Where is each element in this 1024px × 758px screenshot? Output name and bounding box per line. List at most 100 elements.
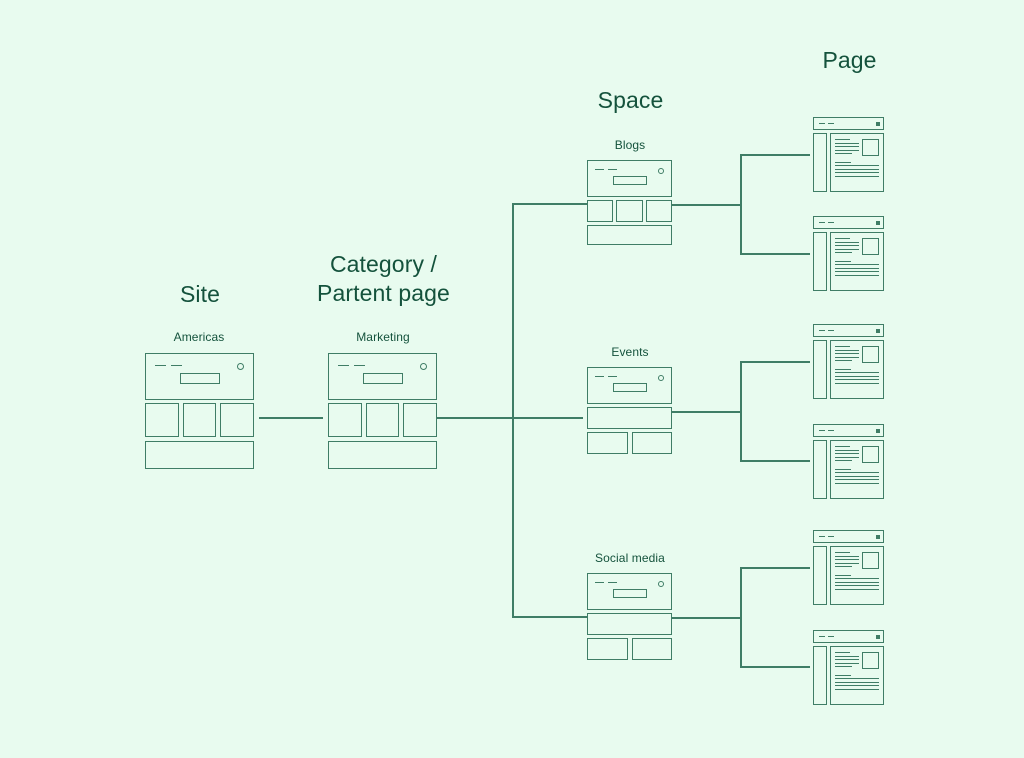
page-thumbnail[interactable]: [813, 216, 884, 291]
page-body: [813, 646, 884, 705]
window-dash-icon: [338, 365, 349, 366]
page-text-line: [835, 559, 859, 560]
page-bottom-zone: [835, 468, 879, 484]
page-text-block: [835, 238, 862, 256]
connector-blogs-to-branch: [671, 204, 741, 206]
page-body: [813, 340, 884, 399]
page-text-line: [835, 168, 879, 170]
page-text-block: [835, 346, 862, 364]
node-card[interactable]: [631, 638, 672, 660]
window-dash-icon: [828, 330, 834, 331]
page-text-line: [835, 449, 859, 451]
page-top-zone: [835, 446, 879, 464]
page-content: [830, 133, 884, 192]
node-header-bar: [328, 353, 437, 400]
column-heading-page: Page: [822, 47, 877, 73]
page-sidebar: [813, 133, 827, 192]
connector-site-to-category: [259, 417, 323, 419]
search-bar-icon: [612, 589, 647, 598]
page-text-line: [835, 353, 859, 354]
node-card[interactable]: [182, 403, 217, 437]
page-text-line: [835, 655, 859, 657]
page-content: [830, 440, 884, 499]
page-body: [813, 133, 884, 192]
column-heading-space: Space: [597, 87, 664, 113]
page-title-bar: [813, 216, 884, 229]
page-content: [830, 232, 884, 291]
node-site-americas[interactable]: [145, 353, 255, 469]
page-bottom-zone: [835, 260, 879, 276]
node-card-row: [587, 432, 672, 454]
page-text-line: [835, 555, 859, 557]
page-text-line: [835, 581, 879, 583]
window-dash-icon: [608, 169, 617, 170]
page-heading-line: [835, 260, 851, 262]
square-dot-icon: [875, 121, 880, 126]
connector-social-to-page-5: [740, 567, 810, 569]
node-space-social-media[interactable]: [587, 573, 672, 660]
page-text-line: [835, 456, 859, 458]
node-space-blogs[interactable]: [587, 160, 672, 245]
node-card[interactable]: [365, 403, 400, 437]
page-image-placeholder: [862, 139, 879, 156]
page-top-zone: [835, 238, 879, 256]
node-caption-americas: Americas: [173, 330, 225, 344]
window-dash-icon: [595, 582, 604, 583]
page-bottom-zone: [835, 674, 879, 690]
node-card[interactable]: [403, 403, 438, 437]
page-sidebar: [813, 546, 827, 605]
search-bar-icon: [179, 373, 220, 384]
window-dash-icon: [819, 222, 825, 223]
node-card[interactable]: [328, 403, 362, 437]
node-card-row: [145, 403, 255, 437]
window-dash-icon: [354, 365, 365, 366]
node-space-events[interactable]: [587, 367, 672, 454]
node-card[interactable]: [587, 200, 614, 222]
node-card[interactable]: [631, 432, 672, 454]
page-text-line: [835, 482, 879, 484]
window-dash-icon: [828, 636, 834, 637]
window-dash-icon: [608, 582, 617, 583]
node-card[interactable]: [145, 403, 179, 437]
page-top-zone: [835, 139, 879, 157]
page-text-line: [835, 175, 879, 177]
page-thumbnail[interactable]: [813, 424, 884, 499]
page-title-bar: [813, 117, 884, 130]
page-text-line: [835, 479, 879, 480]
node-footer-band[interactable]: [328, 441, 437, 469]
connector-social-to-page-6: [740, 666, 810, 668]
page-text-line: [835, 659, 859, 660]
page-thumbnail[interactable]: [813, 324, 884, 399]
search-bar-icon: [612, 383, 647, 392]
page-text-line: [835, 662, 859, 664]
node-wide-band[interactable]: [587, 613, 672, 635]
page-thumbnail[interactable]: [813, 530, 884, 605]
node-card[interactable]: [587, 638, 628, 660]
node-card[interactable]: [616, 200, 643, 222]
page-thumbnail[interactable]: [813, 117, 884, 192]
node-card[interactable]: [220, 403, 255, 437]
page-image-placeholder: [862, 652, 879, 669]
node-footer-band[interactable]: [587, 225, 672, 245]
page-thumbnail[interactable]: [813, 630, 884, 705]
node-card[interactable]: [587, 432, 628, 454]
node-card[interactable]: [645, 200, 672, 222]
node-caption-marketing: Marketing: [356, 330, 410, 344]
page-heading-line: [835, 346, 850, 347]
window-dash-icon: [819, 330, 825, 331]
page-text-block: [835, 139, 862, 157]
page-content: [830, 546, 884, 605]
node-footer-band[interactable]: [145, 441, 254, 469]
page-sidebar: [813, 232, 827, 291]
connector-events-branch-vertical: [740, 361, 742, 462]
connector-category-to-trunk: [437, 417, 583, 419]
page-bottom-zone: [835, 574, 879, 590]
page-text-line: [835, 149, 859, 151]
page-body: [813, 232, 884, 291]
node-wide-band[interactable]: [587, 407, 672, 429]
page-text-line: [835, 685, 879, 686]
node-category-marketing[interactable]: [328, 353, 438, 469]
connector-social-branch-vertical: [740, 567, 742, 668]
node-card-row: [587, 200, 672, 222]
